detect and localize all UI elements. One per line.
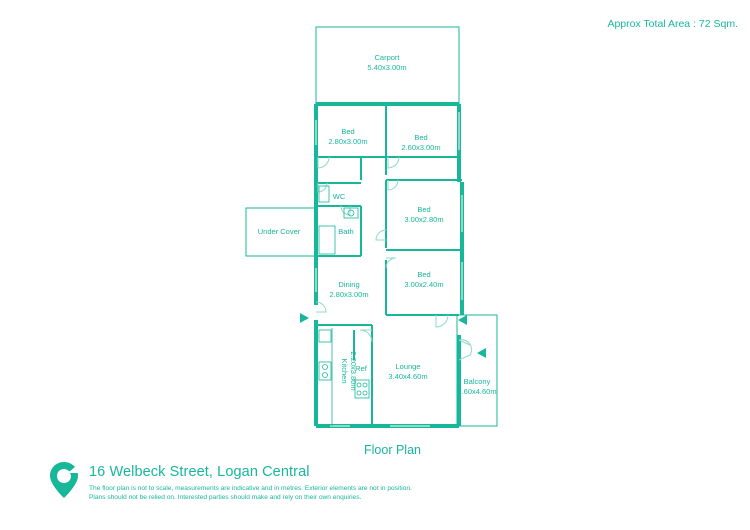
- wc-name: WC: [333, 192, 346, 201]
- ref-name: Ref: [355, 364, 368, 373]
- location-pin-logo-icon: [50, 462, 78, 498]
- windows: [315, 112, 463, 427]
- kitchen-name: Kitchen: [340, 358, 349, 383]
- balcony-size: 1.60x4.60m: [457, 387, 496, 396]
- carport-size: 5.40x3.00m: [367, 63, 406, 72]
- bed2-size: 2.60x3.00m: [401, 143, 440, 152]
- lounge-name: Lounge: [395, 362, 420, 371]
- property-address: 16 Welbeck Street, Logan Central: [89, 464, 310, 480]
- bed4-size: 3.00x2.40m: [404, 280, 443, 289]
- entry-arrow-icon: [477, 348, 486, 358]
- plan-title: Floor Plan: [364, 443, 421, 457]
- dining-size: 2.80x3.00m: [329, 290, 368, 299]
- disclaimer-line-2: Plans should not be relied on. Intereste…: [89, 493, 362, 501]
- fixtures: [318, 185, 370, 426]
- bed1-name: Bed: [341, 127, 354, 136]
- bed3-name: Bed: [417, 205, 430, 214]
- disclaimer-line-1: The floor plan is not to scale, measurem…: [89, 485, 412, 492]
- bed3-size: 3.00x2.80m: [404, 215, 443, 224]
- approx-total-area: Approx Total Area : 72 Sqm.: [607, 18, 738, 30]
- bed4-name: Bed: [417, 270, 430, 279]
- disclaimer: The floor plan is not to scale, measurem…: [89, 485, 469, 502]
- carport-name: Carport: [374, 53, 400, 62]
- interior-walls: [316, 104, 462, 426]
- under-cover-name: Under Cover: [258, 227, 301, 236]
- balcony-outline: [456, 314, 498, 427]
- bath-name: Bath: [338, 227, 353, 236]
- lounge-size: 3.40x4.60m: [388, 372, 427, 381]
- balcony-name: Balcony: [464, 377, 491, 386]
- dining-name: Dining: [338, 280, 359, 289]
- entry-arrow-icon: [458, 315, 467, 325]
- bed2-name: Bed: [414, 133, 427, 142]
- entry-arrow-icon: [300, 313, 309, 323]
- doors: [315, 156, 473, 361]
- kitchen-size: 2.20x3.80m: [349, 351, 358, 390]
- bed1-size: 2.80x3.00m: [328, 137, 367, 146]
- floor-plan: Carport 5.40x3.00m Bed 2.80x3.00m Bed 2.…: [245, 26, 498, 428]
